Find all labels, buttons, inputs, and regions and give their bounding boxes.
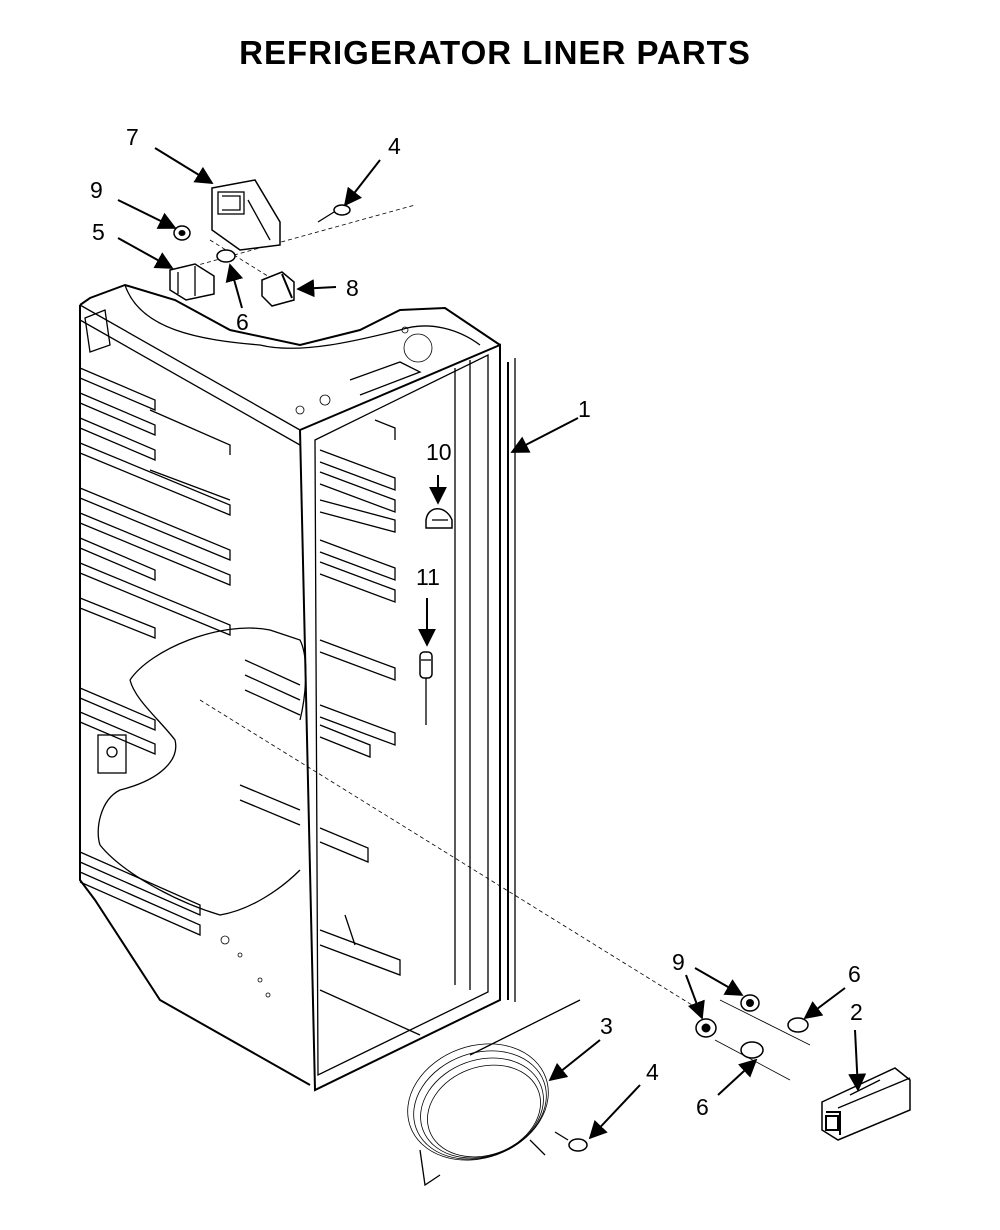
callout-9-bottom: 9 bbox=[672, 949, 685, 975]
callout-9-top: 9 bbox=[90, 177, 103, 203]
part-10-bumper bbox=[425, 508, 453, 529]
part-4-screw-bottom bbox=[554, 1131, 588, 1152]
part-6-plug-top bbox=[216, 249, 236, 263]
callout-arrows bbox=[117, 147, 867, 1140]
callout-8: 8 bbox=[346, 275, 359, 301]
part-9-grommet-bottom-a bbox=[740, 994, 760, 1012]
part-3-tubing bbox=[407, 999, 581, 1187]
part-7-bracket bbox=[211, 179, 281, 251]
callout-7: 7 bbox=[126, 124, 139, 150]
callout-4-bottom: 4 bbox=[646, 1059, 659, 1085]
part-6-plug-bottom-a bbox=[787, 1017, 809, 1033]
callout-2: 2 bbox=[850, 999, 863, 1025]
callout-5: 5 bbox=[92, 219, 105, 245]
callout-6-top: 6 bbox=[236, 309, 249, 335]
part-5-connector bbox=[169, 263, 215, 301]
assembly-line-bottom-right bbox=[719, 999, 811, 1046]
part-9-grommet-top bbox=[173, 225, 191, 241]
callout-3: 3 bbox=[600, 1013, 613, 1039]
callout-4-top: 4 bbox=[388, 133, 401, 159]
part-8-connector bbox=[261, 271, 295, 307]
liner-shelf-ribs bbox=[79, 367, 231, 936]
part-6-plug-bottom-b bbox=[740, 1041, 764, 1059]
liner-control-box bbox=[84, 309, 433, 998]
callout-10: 10 bbox=[426, 439, 452, 465]
part-9-grommet-bottom-b bbox=[695, 1018, 717, 1038]
liner-body bbox=[79, 204, 701, 1092]
part-11-clip bbox=[419, 651, 433, 725]
liner-inner-cavity bbox=[97, 627, 421, 1036]
assembly-line-bottom bbox=[199, 699, 701, 1011]
callout-11: 11 bbox=[416, 564, 440, 590]
callout-6-bottom-right: 6 bbox=[848, 961, 861, 987]
diagram-title: REFRIGERATOR LINER PARTS bbox=[239, 34, 751, 71]
assembly-line-top bbox=[179, 204, 416, 271]
part-2-housing bbox=[821, 1067, 911, 1141]
callout-1: 1 bbox=[578, 396, 591, 422]
liner-inner-ribs bbox=[319, 361, 422, 863]
part-4-screw-top bbox=[317, 204, 351, 223]
callout-6-bottom-left: 6 bbox=[696, 1094, 709, 1120]
